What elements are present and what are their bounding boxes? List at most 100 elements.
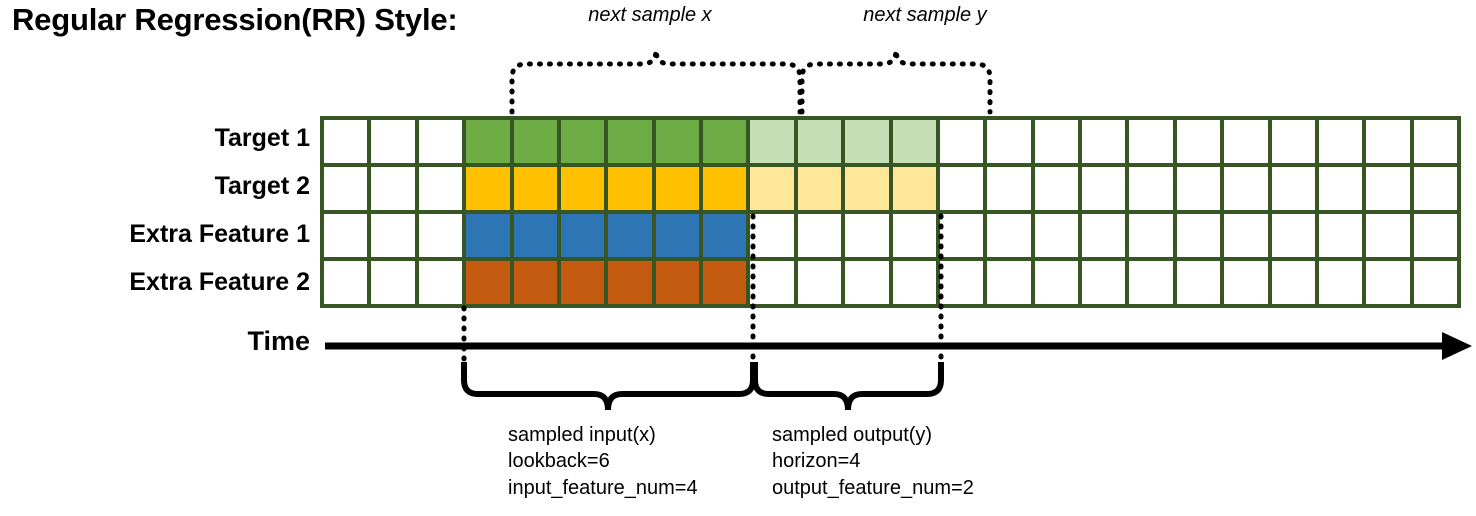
caption-output-line-1: sampled output(y): [772, 424, 933, 446]
grid-cell-extra-feature-2-12: [892, 261, 936, 304]
grid-cell-target-2-15: [1034, 167, 1078, 210]
grid-cell-target-1-13: [939, 120, 984, 163]
grid-cell-target-2-9: [750, 167, 794, 210]
grid-cell-extra-feature-2-20: [1271, 261, 1315, 304]
grid-cell-target-2-10: [797, 167, 842, 210]
grid-cell-extra-feature-2-9: [750, 261, 794, 304]
brace-next-sample-x: [509, 49, 803, 115]
grid-cell-target-1-18: [1176, 120, 1221, 163]
grid-cell-target-2-5: [560, 167, 605, 210]
caption-sampled-input: sampled input(x) lookback=6 input_featur…: [508, 422, 698, 501]
grid-cell-target-1-14: [987, 120, 1031, 163]
grid-cell-target-2-21: [1318, 167, 1363, 210]
grid-cell-extra-feature-1-16: [1082, 214, 1126, 257]
grid-cell-extra-feature-1-11: [845, 214, 889, 257]
row-label-target-2: Target 2: [214, 172, 310, 200]
brace-sampled-input: [461, 362, 756, 411]
grid-cell-target-2-17: [1129, 167, 1173, 210]
grid-cell-target-2-7: [655, 167, 699, 210]
grid-cell-target-1-1: [371, 120, 415, 163]
annotation-next-sample-y: next sample y: [863, 4, 987, 26]
grid-cell-extra-feature-1-3: [466, 214, 510, 257]
grid-cell-target-2-19: [1224, 167, 1268, 210]
grid-cell-target-1-21: [1318, 120, 1363, 163]
grid-cell-extra-feature-1-8: [703, 214, 747, 257]
grid-cell-extra-feature-1-20: [1271, 214, 1315, 257]
grid-cell-extra-feature-1-2: [418, 214, 463, 257]
grid-cell-extra-feature-2-15: [1034, 261, 1078, 304]
grid-cell-target-2-12: [892, 167, 936, 210]
grid-cell-target-2-14: [987, 167, 1031, 210]
grid-cell-target-2-4: [513, 167, 557, 210]
grid-cell-target-2-6: [608, 167, 652, 210]
grid-cell-extra-feature-2-17: [1129, 261, 1173, 304]
grid-cell-extra-feature-1-9: [750, 214, 794, 257]
grid-cell-target-1-17: [1129, 120, 1173, 163]
grid-cell-target-1-11: [845, 120, 889, 163]
grid-cell-extra-feature-1-0: [324, 214, 368, 257]
grid-cell-target-2-23: [1413, 167, 1457, 210]
caption-output-line-2: horizon=4: [772, 450, 861, 473]
grid-cell-extra-feature-2-10: [797, 261, 842, 304]
grid-cell-extra-feature-1-6: [608, 214, 652, 257]
grid-cell-extra-feature-2-23: [1413, 261, 1457, 304]
grid-cell-extra-feature-2-2: [418, 261, 463, 304]
grid-cell-target-1-4: [513, 120, 557, 163]
grid-cell-extra-feature-2-18: [1176, 261, 1221, 304]
grid-cell-target-2-16: [1082, 167, 1126, 210]
grid-cell-target-1-16: [1082, 120, 1126, 163]
grid-cell-extra-feature-1-4: [513, 214, 557, 257]
grid-cell-target-1-2: [418, 120, 463, 163]
grid-cell-target-1-22: [1366, 120, 1410, 163]
grid-cell-extra-feature-1-1: [371, 214, 415, 257]
grid-cell-extra-feature-2-4: [513, 261, 557, 304]
grid-cell-target-2-0: [324, 167, 368, 210]
row-label-target-1: Target 1: [214, 124, 310, 152]
grid-cell-target-1-12: [892, 120, 936, 163]
grid-cell-extra-feature-1-10: [797, 214, 842, 257]
grid-cell-extra-feature-1-19: [1224, 214, 1268, 257]
grid-cell-target-1-3: [466, 120, 510, 163]
grid-cell-extra-feature-1-5: [560, 214, 605, 257]
grid-cell-extra-feature-1-15: [1034, 214, 1078, 257]
grid-cell-extra-feature-1-18: [1176, 214, 1221, 257]
caption-input-line-2: lookback=6: [508, 450, 610, 473]
grid-cell-extra-feature-2-13: [939, 261, 984, 304]
grid-cell-target-1-10: [797, 120, 842, 163]
grid-cell-extra-feature-2-5: [560, 261, 605, 304]
row-label-extra-feature-1: Extra Feature 1: [129, 220, 310, 248]
grid-cell-target-1-5: [560, 120, 605, 163]
grid-cell-extra-feature-1-17: [1129, 214, 1173, 257]
caption-input-line-1: sampled input(x): [508, 424, 656, 446]
grid-cell-extra-feature-2-16: [1082, 261, 1126, 304]
grid-cell-extra-feature-1-13: [939, 214, 984, 257]
brace-next-sample-y: [799, 49, 993, 115]
brace-sampled-output: [752, 362, 944, 411]
grid-cell-extra-feature-2-14: [987, 261, 1031, 304]
grid-cell-extra-feature-1-23: [1413, 214, 1457, 257]
annotation-next-sample-x: next sample x: [588, 4, 712, 26]
grid-cell-target-1-9: [750, 120, 794, 163]
grid-cell-extra-feature-1-21: [1318, 214, 1363, 257]
grid-cell-target-1-19: [1224, 120, 1268, 163]
grid-cell-target-1-8: [703, 120, 747, 163]
grid-cell-target-1-15: [1034, 120, 1078, 163]
grid-cell-target-1-7: [655, 120, 699, 163]
timeline-grid: [320, 116, 1461, 308]
grid-cell-target-2-3: [466, 167, 510, 210]
grid-cell-target-2-22: [1366, 167, 1410, 210]
grid-cell-extra-feature-2-7: [655, 261, 699, 304]
grid-cell-target-1-6: [608, 120, 652, 163]
grid-cell-extra-feature-2-21: [1318, 261, 1363, 304]
page-title: Regular Regression(RR) Style:: [12, 2, 458, 37]
grid-cell-extra-feature-1-14: [987, 214, 1031, 257]
caption-input-line-3: input_feature_num=4: [508, 476, 698, 499]
grid-cell-extra-feature-2-11: [845, 261, 889, 304]
time-axis-label: Time: [247, 326, 310, 356]
grid-cell-extra-feature-2-0: [324, 261, 368, 304]
caption-sampled-output: sampled output(y) horizon=4 output_featu…: [772, 422, 974, 501]
grid-cell-target-2-2: [418, 167, 463, 210]
grid-cell-target-1-0: [324, 120, 368, 163]
grid-cell-target-2-20: [1271, 167, 1315, 210]
